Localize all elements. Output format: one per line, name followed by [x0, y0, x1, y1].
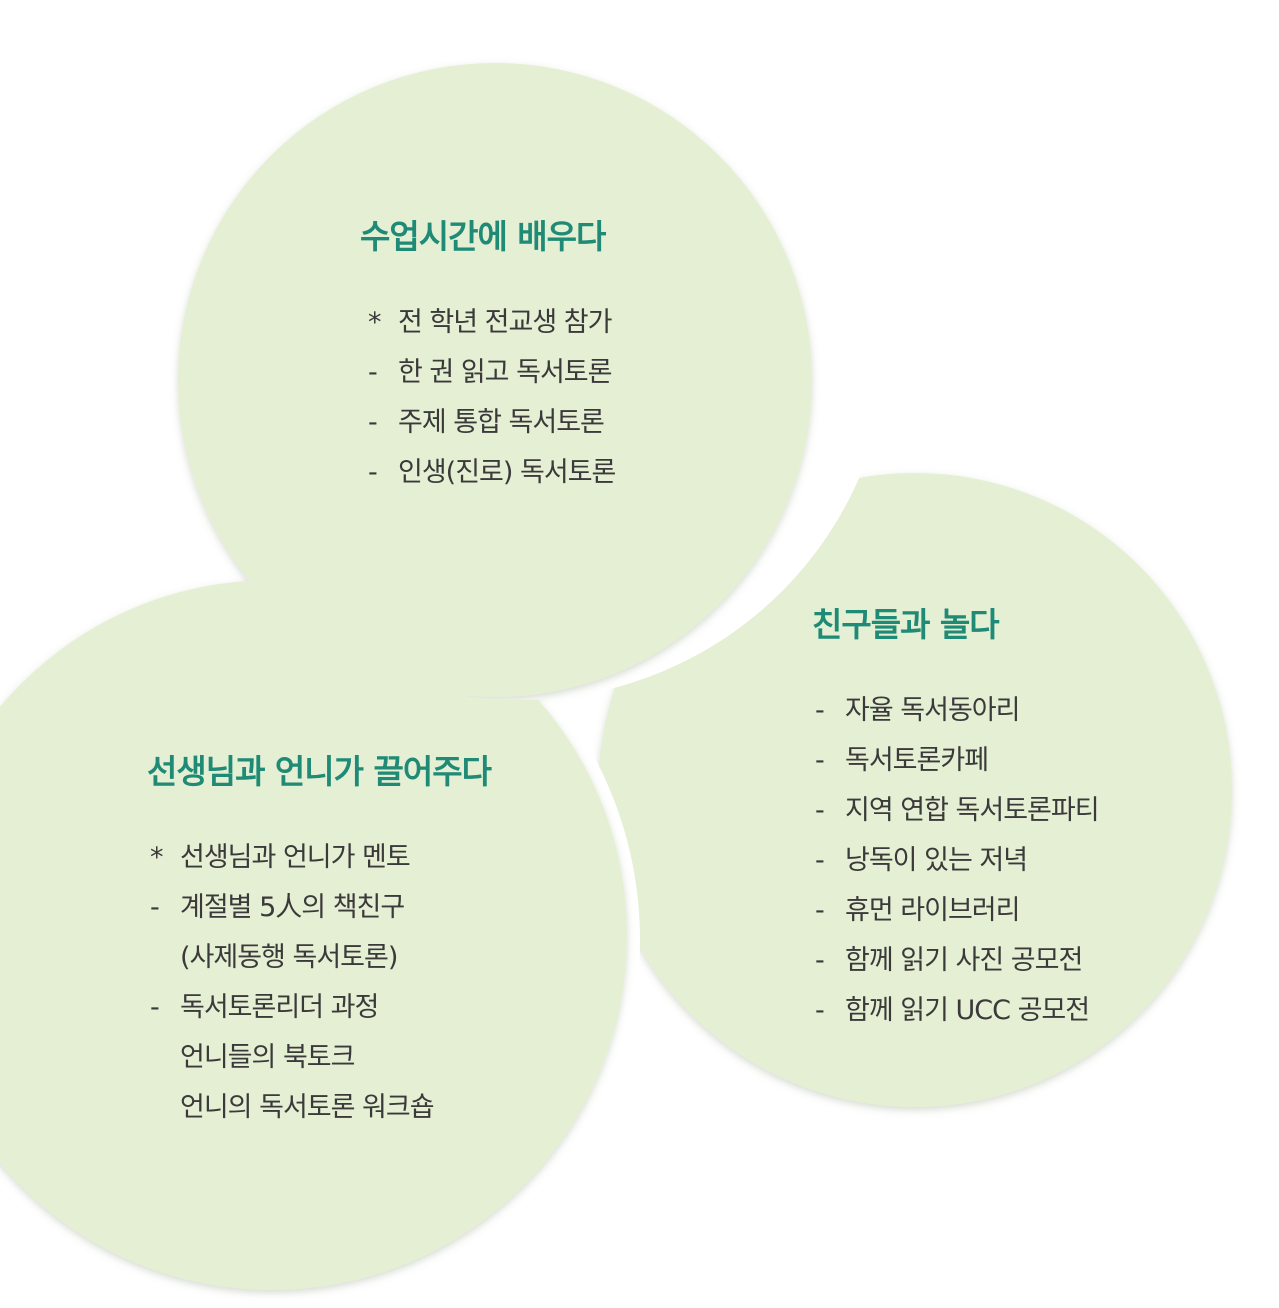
list-item: - 함께 읽기 UCC 공모전 [815, 986, 1099, 1036]
bullet-marker: - [815, 895, 825, 926]
list-item-text: 함께 읽기 UCC 공모전 [845, 995, 1090, 1026]
bullet-marker: - [815, 995, 825, 1026]
list-item: - 자율 독서동아리 [815, 686, 1099, 736]
bullet-marker: - [815, 695, 825, 726]
list-item-text: 선생님과 언니가 멘토 [180, 842, 411, 873]
bullet-marker: - [150, 892, 160, 923]
list-item-text: 자율 독서동아리 [845, 695, 1020, 726]
bubble-top [178, 63, 812, 697]
list-item-text: 휴먼 라이브러리 [845, 895, 1020, 926]
list-item: - 한 권 읽고 독서토론 [368, 348, 615, 398]
list-item-text: 낭독이 있는 저녁 [845, 845, 1028, 876]
bubble-left-list: * 선생님과 언니가 멘토 - 계절별 5人의 책친구 (사제동행 독서토론) … [150, 833, 491, 1133]
list-item: - 독서토론리더 과정 언니들의 북토크 언니의 독서토론 워크숍 [150, 983, 491, 1133]
bullet-marker: - [150, 992, 160, 1023]
bubble-top-list: * 전 학년 전교생 참가 - 한 권 읽고 독서토론 - 주제 통합 독서토론… [368, 298, 616, 498]
list-item: * 전 학년 전교생 참가 [368, 298, 615, 348]
list-item: - 독서토론카페 [815, 736, 1099, 786]
list-item-text: 독서토론리더 과정 [180, 992, 379, 1023]
list-item: - 휴먼 라이브러리 [815, 886, 1099, 936]
list-item-text: 한 권 읽고 독서토론 [398, 357, 612, 388]
bubble-left-title: 선생님과 언니가 끌어주다 [147, 752, 492, 791]
bullet-marker: - [368, 357, 378, 388]
bubble-right [598, 473, 1232, 1107]
bullet-marker: - [368, 407, 378, 438]
bubble-left-content: 선생님과 언니가 끌어주다 * 선생님과 언니가 멘토 - 계절별 5人의 책친… [147, 745, 492, 1133]
bullet-marker: * [368, 307, 382, 338]
list-item-text: 전 학년 전교생 참가 [398, 307, 612, 338]
list-item-text: (사제동행 독서토론) [180, 942, 398, 973]
bubble-right-content: 친구들과 놀다 - 자율 독서동아리 - 독서토론카페 - 지역 연합 독서토론… [812, 598, 1100, 1036]
bullet-marker: - [368, 457, 378, 488]
list-item: - 주제 통합 독서토론 [368, 398, 615, 448]
bullet-marker: - [815, 845, 825, 876]
bullet-marker: * [150, 842, 164, 873]
bubble-top-content: 수업시간에 배우다 * 전 학년 전교생 참가 - 한 권 읽고 독서토론 - … [360, 210, 616, 498]
bubble-top-title: 수업시간에 배우다 [360, 217, 606, 256]
list-item-text: 함께 읽기 사진 공모전 [845, 945, 1083, 976]
list-item: - 낭독이 있는 저녁 [815, 836, 1099, 886]
list-item-text: 지역 연합 독서토론파티 [845, 795, 1100, 826]
list-item-text: 언니의 독서토론 워크숍 [180, 1092, 435, 1123]
bullet-marker: - [815, 795, 825, 826]
bullet-marker: - [815, 945, 825, 976]
bubble-left [0, 580, 627, 1290]
list-item-text: 계절별 5人의 책친구 [180, 892, 405, 923]
list-item: - 함께 읽기 사진 공모전 [815, 936, 1099, 986]
list-item: - 지역 연합 독서토론파티 [815, 786, 1100, 836]
bullet-marker: - [815, 745, 825, 776]
list-item: * 선생님과 언니가 멘토 [150, 833, 491, 883]
list-item-text: 언니들의 북토크 [180, 1042, 355, 1073]
list-item-text: 인생(진로) 독서토론 [398, 457, 616, 488]
list-item-text: 독서토론카페 [845, 745, 989, 776]
bubble-right-list: - 자율 독서동아리 - 독서토론카페 - 지역 연합 독서토론파티 - 낭독이… [815, 686, 1100, 1036]
list-item: - 인생(진로) 독서토론 [368, 448, 616, 498]
list-item: - 계절별 5人의 책친구 (사제동행 독서토론) [150, 883, 491, 983]
bubble-right-title: 친구들과 놀다 [812, 605, 1000, 644]
list-item-text: 주제 통합 독서토론 [398, 407, 605, 438]
